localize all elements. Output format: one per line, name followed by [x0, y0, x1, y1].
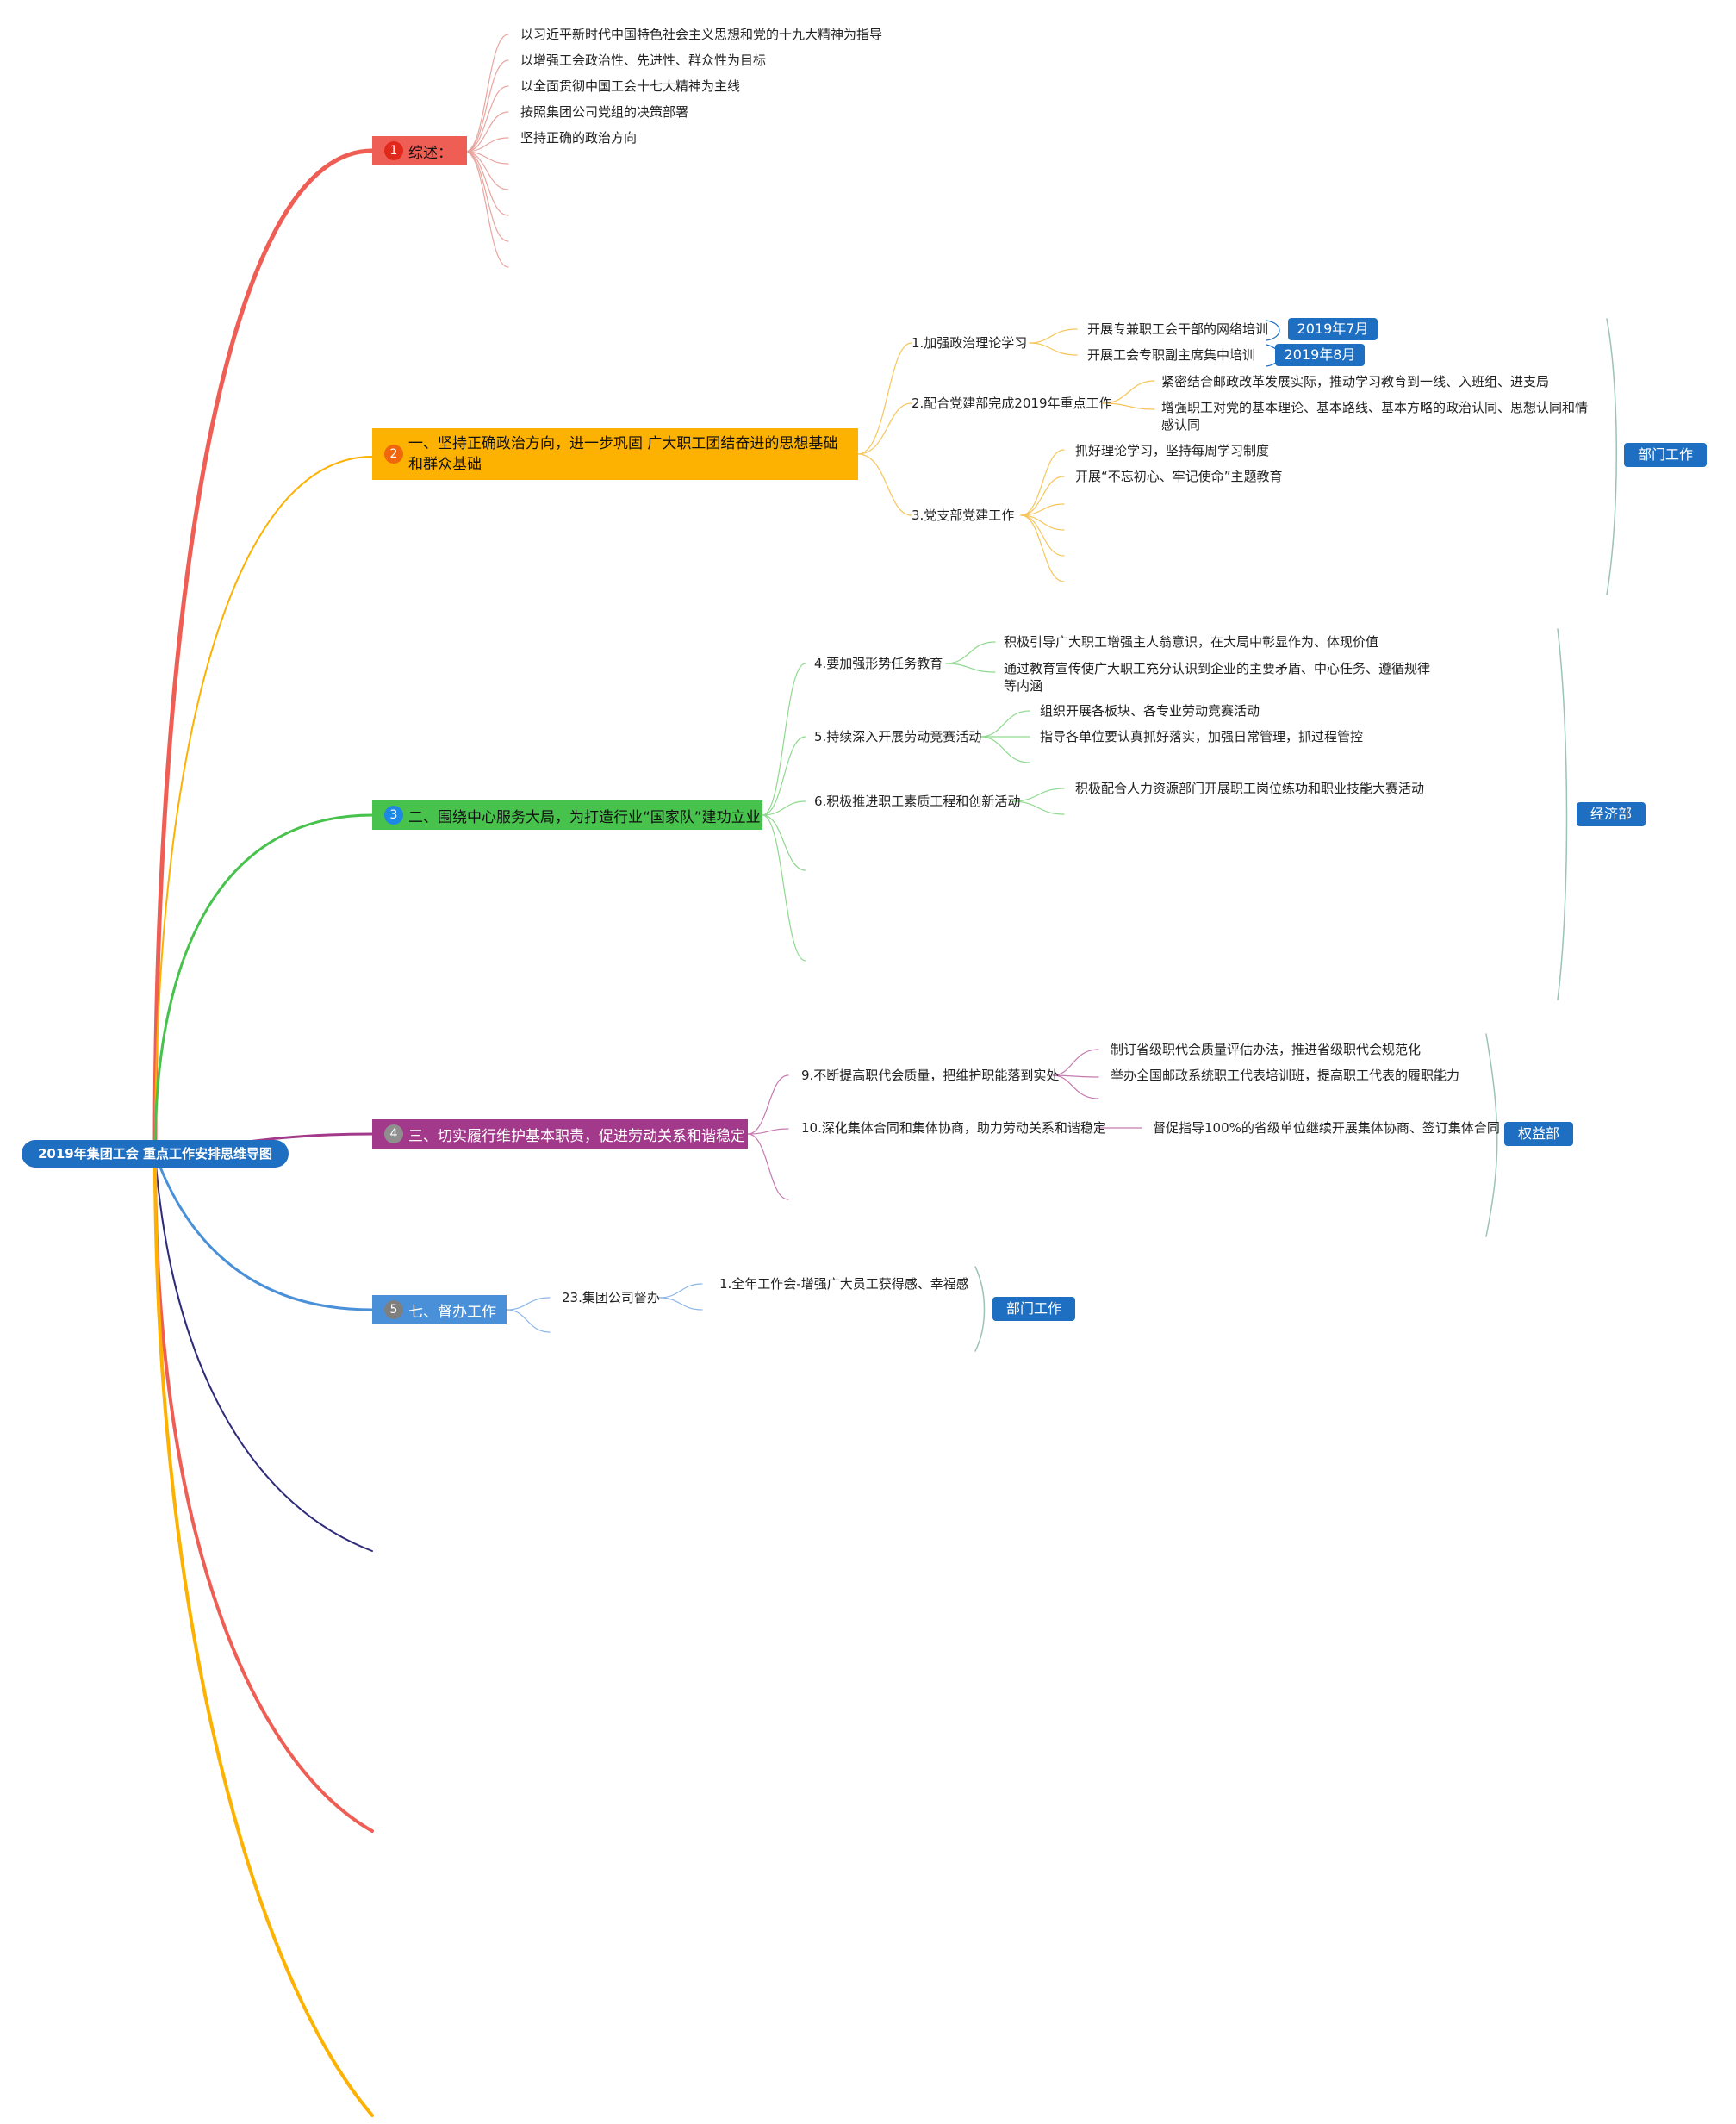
b2-item-2[interactable]: 2.配合党建部完成2019年重点工作 — [912, 396, 1112, 411]
b2-item-1[interactable]: 1.加强政治理论学习 — [912, 335, 1028, 351]
b4-group-bracket — [1485, 1033, 1498, 1237]
number-badge-5: 5 — [384, 1300, 403, 1319]
b3-connectors — [762, 641, 1065, 962]
b4-item-9[interactable]: 9.不断提高职代会质量，把维护职能落到实处 — [801, 1068, 1060, 1083]
b3-sub5-item[interactable]: 组织开展各板块、各专业劳动竞赛活动 — [1040, 703, 1260, 719]
number-badge-1: 1 — [384, 141, 403, 160]
b5-connectors — [506, 1283, 703, 1333]
b4-item-10[interactable]: 10.深化集体合同和集体协商，助力劳动关系和谐稳定 — [801, 1120, 1106, 1136]
branch-line-6 — [154, 1153, 373, 1552]
branch-label-5: 七、督办工作 — [408, 1303, 496, 1321]
dept-tag-b4[interactable]: 权益部 — [1504, 1122, 1573, 1146]
number-badge-2: 2 — [384, 445, 403, 464]
b2-sub1-item[interactable]: 开展工会专职副主席集中培训 — [1087, 347, 1256, 363]
branch-node-1[interactable]: 1 综述： — [372, 136, 467, 165]
b3-sub4-item[interactable]: 通过教育宣传使广大职工充分认识到企业的主要矛盾、中心任务、遵循规律等内涵 — [1004, 661, 1431, 694]
b2-connectors — [857, 328, 1155, 582]
summary-item[interactable]: 以习近平新时代中国特色社会主义思想和党的十九大精神为指导 — [520, 27, 883, 42]
branch-label-1: 综述： — [408, 144, 452, 162]
b4-connectors — [747, 1049, 1142, 1200]
b4-sub10-item[interactable]: 督促指导100%的省级单位继续开展集体协商、签订集体合同 — [1153, 1120, 1500, 1136]
branch-label-2: 一、坚持正确政治方向，进一步巩固 广大职工团结奋进的思想基础和群众基础 — [408, 435, 838, 473]
branch-node-2[interactable]: 2 一、坚持正确政治方向，进一步巩固 广大职工团结奋进的思想基础和群众基础 — [372, 428, 858, 480]
b2-sub3-item[interactable]: 抓好理论学习，坚持每周学习制度 — [1075, 443, 1270, 458]
summary-item[interactable]: 按照集团公司党组的决策部署 — [520, 104, 689, 120]
branch-line-5 — [153, 1152, 374, 1311]
dept-tag-b3[interactable]: 经济部 — [1577, 802, 1646, 826]
branch-line-2 — [154, 456, 373, 1155]
b3-group-bracket — [1557, 628, 1568, 1000]
date-tag-aug[interactable]: 2019年8月 — [1275, 344, 1365, 366]
summary-item[interactable]: 坚持正确的政治方向 — [520, 130, 638, 146]
b2-sub1-item[interactable]: 开展专兼职工会干部的网络培训 — [1087, 321, 1269, 337]
b4-sub9-item[interactable]: 举办全国邮政系统职工代表培训班，提高职工代表的履职能力 — [1111, 1068, 1460, 1083]
b2-group-bracket — [1606, 318, 1617, 595]
b2-sub2-item[interactable]: 紧密结合邮政改革发展实际，推动学习教育到一线、入班组、进支局 — [1161, 374, 1550, 389]
branch-node-3[interactable]: 3 二、围绕中心服务大局，为打造行业“国家队”建功立业 — [372, 800, 762, 830]
b3-sub4-item[interactable]: 积极引导广大职工增强主人翁意识，在大局中彰显作为、体现价值 — [1004, 634, 1379, 650]
branch-label-3: 二、围绕中心服务大局，为打造行业“国家队”建功立业 — [408, 808, 761, 826]
b2-item-3[interactable]: 3.党支部党建工作 — [912, 508, 1015, 523]
branch-line-3 — [153, 813, 374, 1155]
branch-node-4[interactable]: 4 三、切实履行维护基本职责，促进劳动关系和谐稳定 — [372, 1119, 748, 1149]
number-badge-4: 4 — [384, 1124, 403, 1143]
branch-label-4: 三、切实履行维护基本职责，促进劳动关系和谐稳定 — [408, 1127, 745, 1145]
branch-line-7 — [153, 1152, 374, 1833]
branch-line-8 — [153, 1152, 374, 2117]
b5-group-bracket — [974, 1266, 986, 1352]
b3-item-4[interactable]: 4.要加强形势任务教育 — [814, 656, 943, 671]
branch-line-1 — [152, 148, 375, 1156]
branch-node-5[interactable]: 5 七、督办工作 — [372, 1295, 507, 1324]
dept-tag-b2[interactable]: 部门工作 — [1624, 443, 1707, 467]
b3-sub5-item[interactable]: 指导各单位要认真抓好落实，加强日常管理，抓过程管控 — [1040, 729, 1364, 744]
summary-item[interactable]: 以增强工会政治性、先进性、群众性为目标 — [520, 53, 767, 68]
number-badge-3: 3 — [384, 806, 403, 825]
b3-sub6-item[interactable]: 积极配合人力资源部门开展职工岗位练功和职业技能大赛活动 — [1075, 781, 1425, 796]
b4-sub9-item[interactable]: 制订省级职代会质量评估办法，推进省级职代会规范化 — [1111, 1042, 1422, 1057]
b2-sub3-item[interactable]: 开展“不忘初心、牢记使命”主题教育 — [1075, 469, 1283, 484]
summary-connectors — [464, 34, 509, 268]
summary-item[interactable]: 以全面贯彻中国工会十七大精神为主线 — [520, 78, 741, 94]
date-tag-jul[interactable]: 2019年7月 — [1288, 318, 1378, 340]
b5-sub23-item[interactable]: 1.全年工作会-增强广大员工获得感、幸福感 — [719, 1276, 969, 1292]
dept-tag-b5[interactable]: 部门工作 — [992, 1297, 1075, 1321]
b3-item-6[interactable]: 6.积极推进职工素质工程和创新活动 — [814, 794, 1021, 809]
b5-item-23[interactable]: 23.集团公司督办 — [562, 1290, 660, 1305]
root-node[interactable]: 2019年集团工会 重点工作安排思维导图 — [22, 1140, 289, 1168]
b2-sub2-item[interactable]: 增强职工对党的基本理论、基本路线、基本方略的政治认同、思想认同和情感认同 — [1161, 400, 1589, 433]
b3-item-5[interactable]: 5.持续深入开展劳动竞赛活动 — [814, 729, 982, 744]
